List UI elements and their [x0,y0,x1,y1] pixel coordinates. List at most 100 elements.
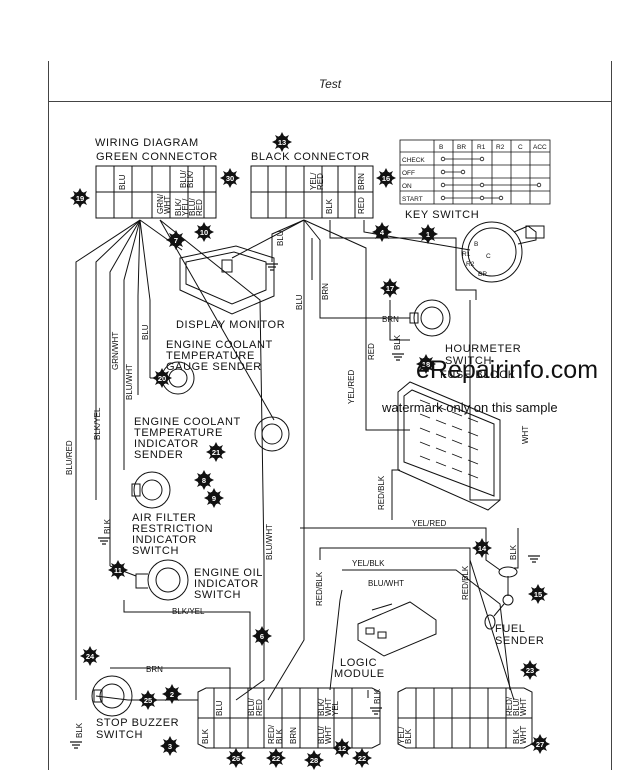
callout-11: 11 [108,560,128,580]
wire-label-wht: WHT [521,426,530,444]
wire-label-grn-wht: GRN/WHT [111,332,120,370]
svg-text:23: 23 [526,666,534,675]
coolant-gauge-title-2: TEMPERATURE [166,350,255,362]
callout-22b: 22 [352,748,372,768]
svg-text:1: 1 [426,230,430,239]
logic-module-title-1: LOGIC [340,657,377,669]
coolant-indicator-title-2: TEMPERATURE [134,427,223,439]
key-col-b: B [439,144,443,151]
ground-symbol [69,741,83,749]
coolant-indicator-title-3: INDICATOR [134,438,199,450]
key-col-r1: R1 [477,144,486,151]
wire-label-blk-1: BLK [393,334,402,350]
oil-switch-device [135,559,189,601]
air-filter-title-2: RESTRICTION [132,523,213,535]
harness-wires [75,219,519,701]
hourmeter-device [409,299,451,337]
conn-wht-label: WHT [324,698,333,716]
black-red-label: RED [316,173,325,190]
wire-label-brn-3: BRN [146,665,163,674]
bottom-connector-right [397,687,533,749]
svg-text:4: 4 [380,228,385,237]
key-col-acc: ACC [533,144,547,151]
callout-20: 20 [152,368,172,388]
callout-23: 23 [520,660,540,680]
wire-label-blu-wht-3: BLU/WHT [368,579,404,588]
conn-red-label: RED [255,699,264,716]
callout-25: 25 [138,690,158,710]
air-filter-title-3: INDICATOR [132,534,197,546]
green-wht-label: WHT [163,196,172,214]
callout-16: 16 [376,168,396,188]
key-terminal-r1: R1 [462,251,471,258]
callout-19: 19 [70,188,90,208]
content-frame [48,102,612,770]
logic-module-device [357,601,437,657]
conn-red-slash-label-2: RED/ [505,696,514,716]
svg-text:2: 2 [170,690,174,699]
wire-label-brn-1: BRN [321,283,330,300]
svg-text:11: 11 [114,566,122,575]
key-terminal-c: C [486,253,491,260]
conn-yel-label: YEL [331,700,340,716]
hourmeter-title-1: HOURMETER [445,343,521,355]
oil-title-1: ENGINE OIL [194,567,263,579]
conn-blu-label: BLU [215,700,224,716]
green-grn-slash-label: GRN/ [156,193,165,214]
key-col-c: C [518,144,523,151]
key-row-off: OFF [402,170,415,177]
key-terminal-b: B [474,241,478,248]
wire-label-red-1: RED [367,343,376,360]
key-row-start: START [402,196,423,203]
svg-text:25: 25 [144,696,152,705]
wire-label-blu-wht-2: BLU/WHT [265,524,274,560]
callout-14: 14 [472,538,492,558]
callout-17: 17 [380,278,400,298]
wire-label-blk-yel-2: BLK/YEL [172,607,205,616]
key-terminal-br: BR [478,271,487,278]
coolant-indicator-title-1: ENGINE COOLANT [134,416,241,428]
svg-text:18: 18 [422,360,430,369]
callout-7: 7 [166,230,186,250]
green-blk-slash-label: BLK/ [186,170,195,188]
black-red-label-2: RED [357,197,366,214]
watermark-subtext: watermark only on this sample [381,400,558,415]
callout-9: 9 [204,488,224,508]
key-col-br: BR [457,144,466,151]
green-connector-title: GREEN CONNECTOR [96,151,218,163]
wire-label-blu-wht: BLU/WHT [125,364,134,400]
callout-22: 22 [266,748,286,768]
green-blu-label: BLU [118,174,127,190]
air-filter-title-4: SWITCH [132,545,179,557]
ground-symbol [391,353,405,361]
green-connector [95,165,217,219]
conn-blk-slash-label: BLK/ [317,698,326,716]
wire-label-blk-4: BLK [75,722,84,738]
conn-blk-label: BLK [201,728,210,744]
fuel-sender-device [484,566,518,630]
svg-text:28: 28 [310,756,318,765]
svg-text:7: 7 [174,236,178,245]
ground-symbol [265,263,279,271]
callout-26: 26 [226,748,246,768]
svg-text:3: 3 [168,742,172,751]
conn-wht-label-4: WHT [519,726,528,744]
key-row-check: CHECK [402,157,425,164]
key-col-r2: R2 [496,144,505,151]
wire-label-blu-red: BLU/RED [65,440,74,475]
wire-label-blk-5: BLK [373,688,382,704]
fuel-sender-title-1: FUEL [495,623,526,635]
wire-label-brn-2: BRN [382,315,399,324]
green-red-label: RED [195,199,204,216]
wire-label-red-blk-2: RED/BLK [315,571,324,606]
wire-label-yel-red-1: YEL/RED [347,370,356,404]
bottom-connector-left [197,687,381,749]
callout-1: 1 [418,224,438,244]
conn-blu-slash-label: BLU/ [247,697,256,716]
hourmeter-title-2: SWITCH [445,355,492,367]
coolant-indicator-sender-device [254,416,290,452]
stop-buzzer-title-2: SWITCH [96,729,143,741]
svg-text:13: 13 [278,138,286,147]
black-connector-title: BLACK CONNECTOR [251,151,370,163]
callout-28: 28 [304,750,324,770]
